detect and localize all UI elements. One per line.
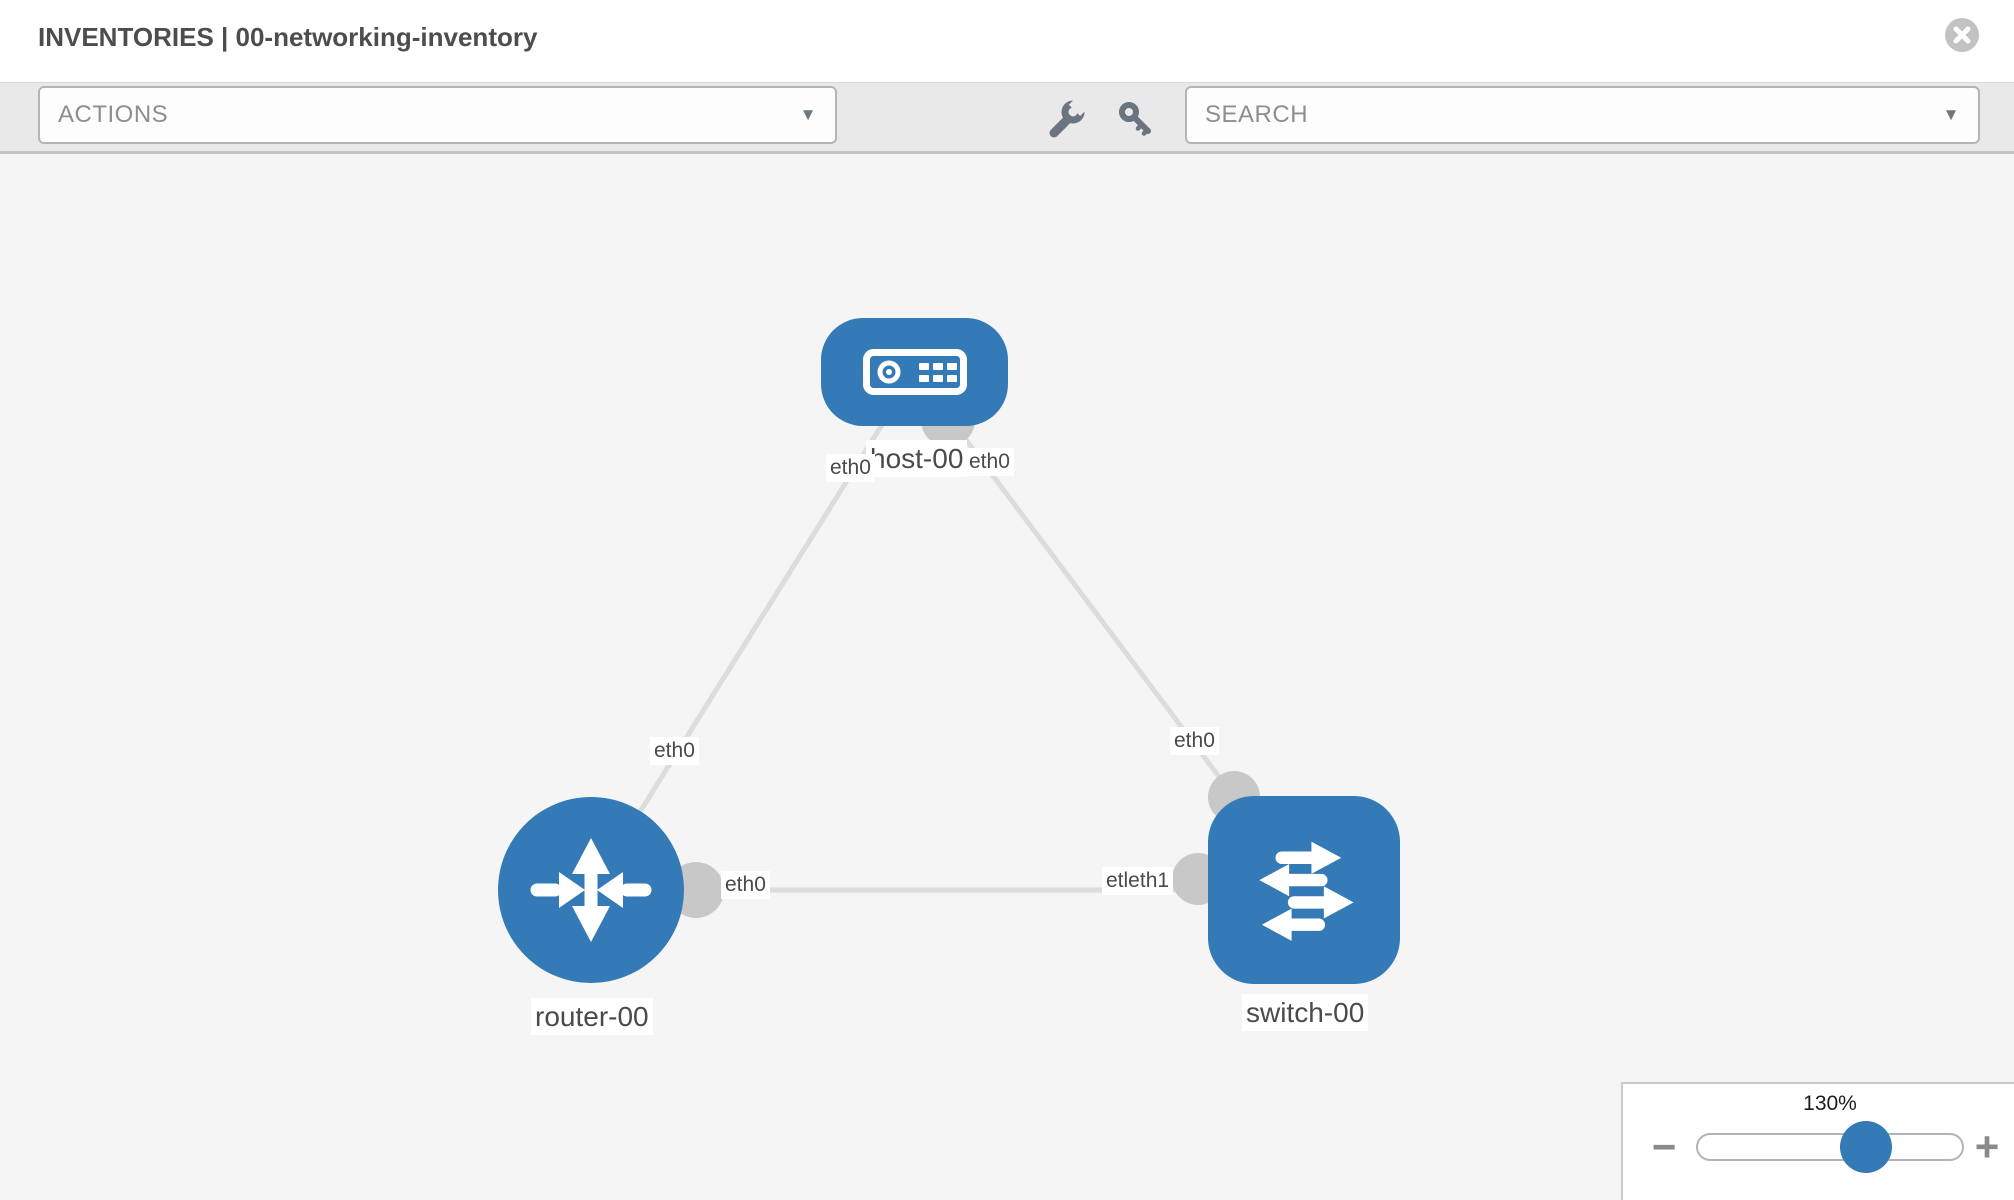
credentials-button[interactable] <box>1114 97 1158 141</box>
zoom-out-button[interactable]: − <box>1651 1123 1677 1170</box>
search-dropdown[interactable]: SEARCH ▼ <box>1185 86 1980 144</box>
iface-label-router-right: eth0 <box>721 871 770 900</box>
actions-dropdown[interactable]: ACTIONS ▼ <box>38 86 837 144</box>
topology-links-layer <box>588 370 1306 918</box>
topology-canvas[interactable]: host-00 router-00 switch-00 eth0 eth0 et… <box>0 154 2014 1200</box>
tools-button[interactable] <box>1044 97 1088 141</box>
search-placeholder: SEARCH <box>1205 101 1309 128</box>
host-icon <box>862 349 967 395</box>
switch-icon <box>1259 841 1354 941</box>
zoom-panel: 130% − + <box>1621 1082 2014 1200</box>
close-icon <box>1945 18 1979 52</box>
actions-dropdown-label: ACTIONS <box>58 101 169 128</box>
close-button[interactable] <box>1944 17 1980 53</box>
iface-label-switch-left: etleth1 <box>1102 867 1174 896</box>
zoom-slider-thumb[interactable] <box>1840 1121 1892 1173</box>
node-label-switch: switch-00 <box>1242 994 1369 1031</box>
zoom-in-button[interactable]: + <box>1974 1123 2000 1170</box>
chevron-down-icon: ▼ <box>799 105 817 124</box>
node-host-00[interactable] <box>821 318 1008 426</box>
key-icon <box>1119 102 1151 136</box>
chevron-down-icon: ▼ <box>1942 105 1960 124</box>
header: INVENTORIES | 00-networking-inventory <box>0 0 2014 82</box>
node-switch-00[interactable] <box>1208 796 1400 984</box>
page-title: INVENTORIES | 00-networking-inventory <box>38 22 538 52</box>
iface-label-switch-top: eth0 <box>1170 727 1219 756</box>
iface-label-router-top: eth0 <box>650 737 699 766</box>
wrench-icon <box>1049 99 1086 138</box>
node-label-router: router-00 <box>531 998 653 1035</box>
toolbar: ACTIONS ▼ SEARCH ▼ <box>0 82 2014 154</box>
zoom-slider-track[interactable] <box>1696 1133 1964 1161</box>
iface-label-host-right: eth0 <box>965 448 1014 477</box>
node-router-00[interactable] <box>498 797 684 983</box>
iface-label-host-left: eth0 <box>826 454 875 483</box>
router-icon <box>530 838 652 942</box>
zoom-value: 130% <box>1803 1092 1857 1115</box>
node-label-host: host-00 <box>866 440 968 477</box>
